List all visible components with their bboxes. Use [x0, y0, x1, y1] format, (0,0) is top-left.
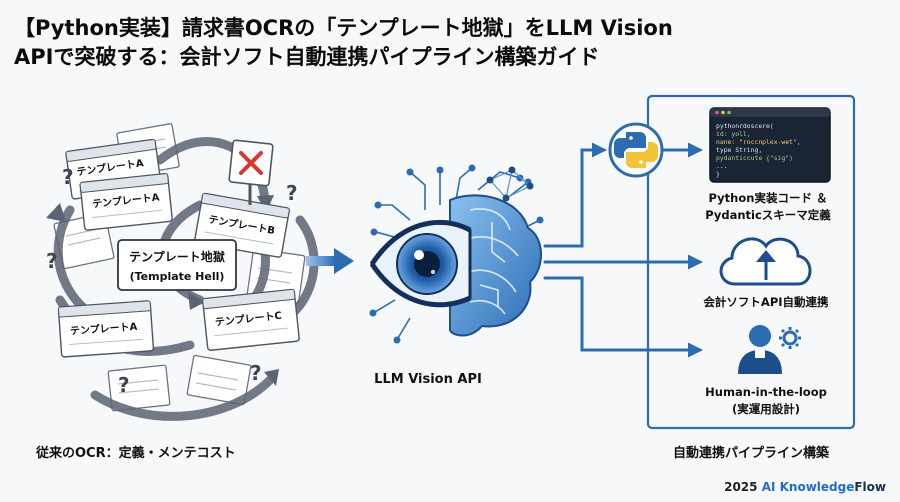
- code-line-5: pydanticcute {"sig"): [716, 154, 793, 162]
- item1-label-line2: Pydanticスキーマ定義: [705, 208, 831, 222]
- svg-text:?: ?: [250, 361, 262, 385]
- template-doc-2: テンプレートA: [79, 173, 173, 231]
- svg-text:?: ?: [62, 165, 74, 189]
- question-mark-icons: ? ? ? ? ?: [46, 165, 298, 397]
- item2-label: 会計ソフトAPI自動連携: [702, 295, 829, 309]
- center-caption: LLM Vision API: [374, 372, 482, 387]
- cloud-upload-icon: [719, 237, 812, 286]
- template-doc-5: テンプレートC: [202, 288, 300, 351]
- template-hell-label-box: テンプレート地獄 (Template Hell): [117, 239, 237, 291]
- human-gear-icon: [738, 325, 801, 374]
- code-line-6: ...: [716, 162, 728, 170]
- template-doc-4: テンプレートA: [57, 300, 155, 358]
- circuit-traces: [374, 167, 541, 339]
- circuit-nodes: [369, 164, 544, 344]
- item1-label-line1: Python実装コード ＆: [709, 191, 828, 205]
- code-window: pythonrdoscere( id: yoll, nane: "roccnpl…: [709, 107, 831, 183]
- red-x-icon: [239, 151, 263, 175]
- neural-network-icon: [486, 166, 534, 202]
- code-line-4: type String,: [716, 146, 762, 154]
- title-line-2: APIで突破する：会計ソフト自動連携パイプライン構築ガイド: [14, 45, 600, 69]
- title-line-1: 【Python実装】請求書OCRの「テンプレート地獄」をLLM Vision: [14, 16, 673, 40]
- item3-label-line2: (実運用設計): [732, 402, 800, 416]
- right-caption: 自動連携パイプライン構築: [672, 446, 829, 461]
- svg-text:?: ?: [118, 373, 130, 397]
- code-line-1: pythonrdoscere(: [716, 122, 774, 130]
- template-hell-label-en: (Template Hell): [130, 270, 225, 283]
- svg-text:?: ?: [286, 181, 298, 205]
- pipeline-panel: pythonrdoscere( id: yoll, nane: "roccnpl…: [608, 94, 856, 430]
- flow-connectors: [543, 142, 703, 358]
- code-line-3: nane: "roccnplex-wet",: [716, 138, 801, 146]
- page-title: 【Python実装】請求書OCRの「テンプレート地獄」をLLM Vision A…: [14, 14, 886, 72]
- left-caption: 従来のOCR：定義・メンテコスト: [36, 446, 236, 461]
- gear-icon: [779, 327, 801, 349]
- item3-label-line1: Human-in-the-loop: [705, 385, 827, 399]
- template-hell-illustration: テンプレートA テンプレートA テンプレートB テンプレートA テンプレートC: [46, 123, 319, 421]
- llm-vision-illustration: [369, 164, 544, 344]
- rejected-sign: [228, 139, 274, 205]
- credit-footer: 2025 AI KnowledgeFlow: [724, 480, 886, 494]
- credit-year: 2025: [724, 480, 758, 494]
- python-logo-icon: [608, 122, 664, 178]
- eye-icon: [369, 219, 472, 308]
- code-line-2: id: yoll,: [716, 130, 751, 138]
- svg-text:?: ?: [46, 249, 58, 273]
- credit-brand-flow: Flow: [854, 480, 886, 494]
- credit-brand-ai: AI Knowledge: [761, 480, 855, 494]
- flow-arrow-to-vision: [306, 248, 354, 274]
- code-line-7: }: [716, 170, 720, 178]
- template-hell-label-ja: テンプレート地獄: [129, 249, 225, 264]
